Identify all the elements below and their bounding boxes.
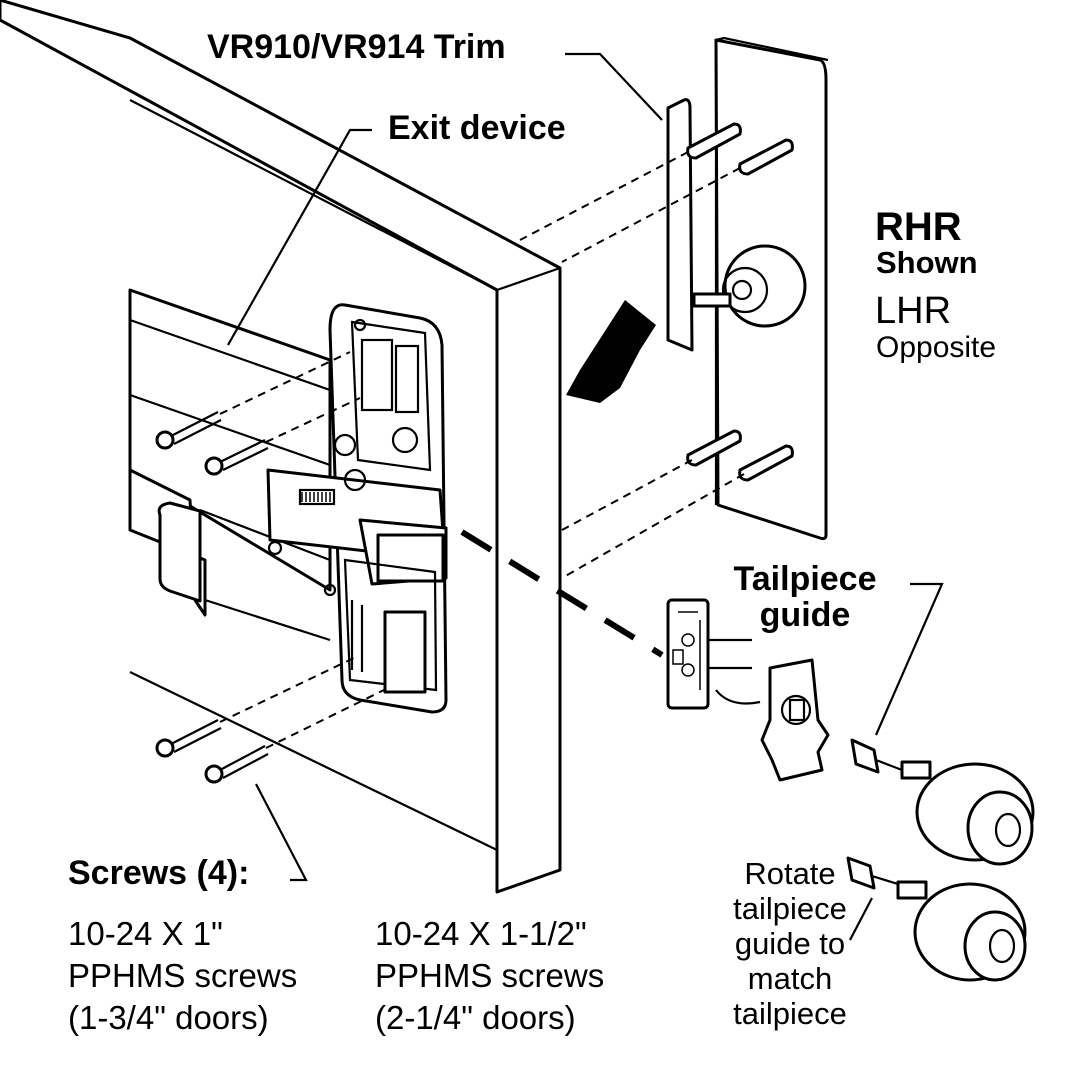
- trim-plate: [519, 36, 829, 579]
- trim-label: VR910/VR914 Trim: [207, 28, 506, 66]
- leader-lines: [227, 52, 944, 941]
- screw-top-left: [155, 411, 222, 450]
- rotate-note: Rotate tailpiece guide to match tailpiec…: [700, 856, 880, 1031]
- screw-long-size: 10-24 X 1-1/2": [375, 915, 587, 952]
- rotate-note-line-4: match: [747, 961, 833, 997]
- tailpiece-guide-illustration: [666, 598, 830, 782]
- shown-label: Shown: [876, 245, 978, 280]
- screw-short-doors: (1-3/4" doors): [68, 999, 269, 1037]
- rotate-note-line-1: Rotate: [744, 856, 836, 891]
- exit-device-label: Exit device: [388, 109, 566, 147]
- alignment-line: [460, 529, 664, 658]
- screw-top-right: [204, 439, 269, 476]
- door: [0, 0, 562, 894]
- cylinder-upper: [850, 738, 1035, 866]
- tailpiece-guide-line-1: Tailpiece: [733, 560, 877, 598]
- opposite-label: Opposite: [876, 331, 997, 364]
- arrow-icon: [566, 300, 656, 403]
- exit-device-mechanism: [266, 303, 448, 714]
- screw-long-doors: (2-1/4" doors): [375, 999, 576, 1037]
- tailpiece-guide-line-2: guide: [759, 595, 851, 634]
- screws-heading: Screws (4):: [68, 854, 250, 892]
- rotate-note-line-2: tailpiece: [733, 891, 847, 927]
- screw-short-size: 10-24 X 1": [68, 915, 223, 952]
- tailpiece-guide-label: Tailpiece guide: [700, 560, 910, 634]
- rotate-note-line-3: guide to: [734, 926, 846, 962]
- trim-studs: [686, 122, 794, 482]
- screw-bottom-left: [155, 719, 222, 758]
- cylinder-lower: [846, 856, 1027, 982]
- screws: [155, 351, 389, 784]
- screw-long-spec: 10-24 X 1-1/2" PPHMS screws (2-1/4" door…: [375, 913, 604, 1040]
- rhr-label: RHR: [875, 205, 962, 249]
- screw-bottom-right: [204, 745, 269, 784]
- screw-short-spec: 10-24 X 1" PPHMS screws (1-3/4" doors): [68, 913, 297, 1040]
- screw-short-type: PPHMS screws: [68, 957, 298, 995]
- screw-long-type: PPHMS screws: [375, 957, 605, 995]
- lhr-label: LHR: [875, 290, 952, 332]
- rotate-note-line-5: tailpiece: [733, 996, 847, 1032]
